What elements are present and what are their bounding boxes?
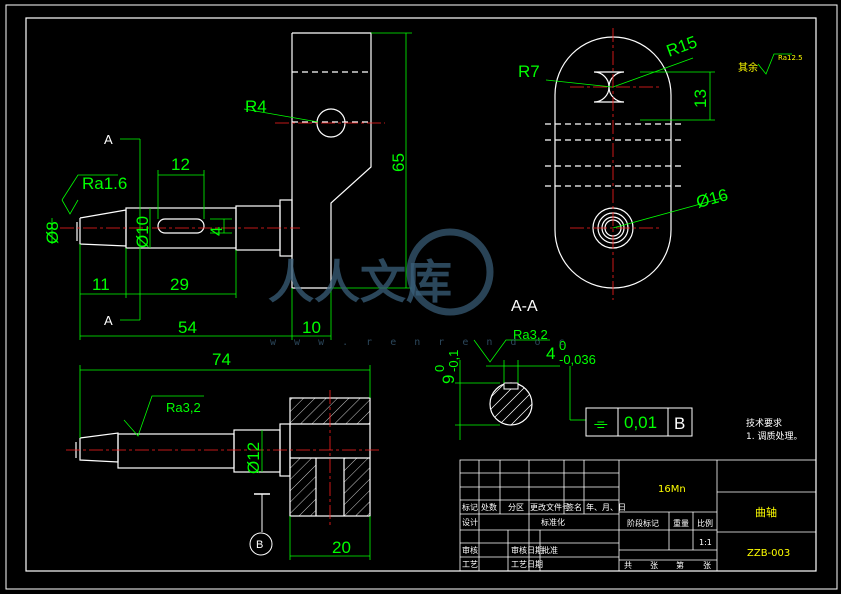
section-a-top: A [104,132,113,147]
watermark-url: w w w . r e n r e n d o c [270,337,571,348]
title-block [459,459,817,572]
notes-title: 技术要求 [746,417,782,429]
dim-r7: R7 [518,62,540,81]
outer-frame [5,4,838,590]
side-view [545,36,683,289]
dim-65: 65 [389,153,408,172]
tol-4-lower: -0,036 [559,352,596,367]
tb-material: 16Mn [658,484,686,495]
tb-sheet-total: 共 [624,561,632,570]
ra-32-section: Ra3,2 [513,327,548,342]
dim-12: 12 [171,155,190,174]
bottom-dim-lines [79,365,371,560]
ra-125: Ra12.5 [778,54,803,62]
tb-process-date: 工艺日期 [511,560,543,569]
gdt-datum: B [674,414,685,433]
dim-r4: R4 [245,97,267,116]
dim-13: 13 [691,89,710,108]
tol-4-upper: 0 [559,338,566,353]
tb-row-label-1: 处数 [481,502,497,512]
watermark-cn: 人人文库 [268,255,452,309]
tol-4: 4 [546,344,555,363]
tb-sheet-label2: 张 [703,561,711,570]
tb-review: 审核 [462,545,478,555]
datum-b-marker: B [249,493,273,556]
side-dim-lines [545,53,792,229]
tol-9-lower: -0,1 [446,350,461,372]
bottom-centerlines [66,390,380,525]
other-surfaces-label: 其余 [738,61,758,74]
tb-drawing-no: ZZB-003 [747,548,790,559]
tb-standardize: 标准化 [541,517,565,527]
tb-approve: 批准 [542,545,558,555]
dim-phi12: Ø12 [244,442,263,474]
dim-4: 4 [207,227,226,236]
tb-row-label-2: 分区 [508,503,524,512]
dim-r15: R15 [664,32,700,61]
dim-phi8: Ø8 [43,221,62,244]
section-a-bottom: A [104,313,113,328]
gdt-frame: ⌯ 0,01 B [585,407,693,437]
tol-9-upper: 0 [432,365,447,372]
dim-54: 54 [178,318,197,337]
watermark: 人人文库 w w w . r e n r e n d o c [268,228,571,348]
tb-scale-label: 比例 [697,518,713,528]
tb-process: 工艺 [462,560,478,569]
tb-scale: 1:1 [699,538,712,547]
section-aa-title: A-A [511,298,538,315]
ra-32-bottom: Ra3,2 [166,400,201,415]
dim-phi10: Ø10 [133,216,152,248]
tb-date-label: 审核日期 [511,545,543,555]
dim-29: 29 [170,275,189,294]
tol-9: 9 [439,375,458,384]
gdt-value: 0,01 [624,413,657,432]
dim-11: 11 [92,275,110,294]
dim-phi16: Ø16 [694,185,730,212]
tb-part-name: 曲轴 [755,505,777,519]
ra-16: Ra1.6 [82,174,127,193]
section-dim-lines [455,339,586,440]
gdt-symbol: ⌯ [594,414,608,433]
section-aa [489,382,533,426]
tb-stage-mark: 阶段标记 [627,518,659,528]
dim-74: 74 [212,350,231,369]
tb-row-label-4: 签名 [566,502,582,512]
tb-sheet-label: 张 [650,561,658,570]
notes-item-1: 1. 调质处理。 [746,430,802,442]
inner-frame [25,17,817,572]
tb-row-label-3: 更改文件号 [530,502,570,512]
front-centerlines [60,122,385,229]
tb-weight: 重量 [673,518,689,528]
side-centerlines [570,28,662,300]
tb-design: 设计 [462,517,478,527]
front-dim-lines [51,32,412,340]
tb-sheet-no: 第 [676,560,684,570]
title-block-text: 标记 处数 分区 更改文件号 签名 年、月、日 设计 标准化 审核 审核日期 工… [462,484,790,570]
dim-20: 20 [332,538,351,557]
dim-10: 10 [302,318,321,337]
tb-row-label-0: 标记 [462,502,478,512]
front-view [76,32,372,289]
datum-b-label: B [256,539,263,551]
tb-row-label-5: 年、月、日 [586,502,626,512]
